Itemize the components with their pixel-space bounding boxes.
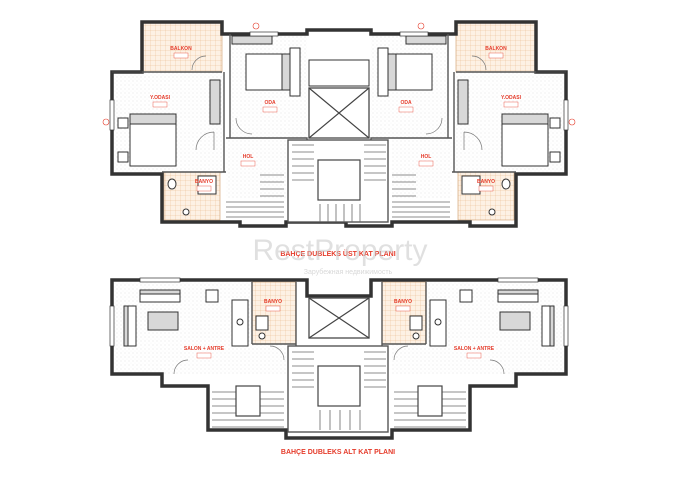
wardrobe-right (457, 79, 469, 125)
label-salon-left: SALON + ANTRE (184, 346, 225, 352)
side-stair-upper-left (226, 174, 284, 218)
watermark: RestProperty Зарубежная недвижимость (252, 234, 427, 276)
label-hol-right: HOL (421, 154, 432, 160)
wardrobe-oda-right (405, 35, 447, 45)
label-banyo-lower-left: BANYO (264, 299, 282, 305)
label-oda-right: ODA (400, 100, 412, 106)
bed-room-left (245, 47, 301, 97)
lower-plan-title: BAHÇE DUBLEKS ALT KAT PLANI (281, 449, 395, 456)
label-hol-left: HOL (243, 154, 254, 160)
central-stair-upper (287, 139, 389, 223)
bathroom-lower-right (381, 281, 427, 345)
side-stair-upper-right (392, 174, 450, 218)
label-banyo-upper-right: BANYO (477, 179, 495, 185)
label-yatak-right: Y.ODASI (501, 95, 522, 101)
bed-master-left (117, 113, 177, 167)
wardrobe-left (209, 79, 221, 125)
lower-floor-plan: BANYO BANYO SALON + ANTRE SALON + ANTRE … (109, 277, 569, 456)
marker-side-right (568, 118, 576, 126)
bath-fixtures-lower-left (255, 315, 269, 340)
label-salon-right: SALON + ANTRE (454, 346, 495, 352)
living-furniture-right (429, 289, 555, 347)
bed-master-right (501, 113, 561, 167)
bed-room-right (377, 47, 433, 97)
central-stair-lower (287, 345, 389, 433)
label-balkon-left: BALKON (170, 46, 192, 52)
upper-floor-plan: BALKON BALKON Y.ODASI Y.ODASI ODA ODA HO… (102, 20, 576, 258)
bath-fixtures-lower-right (409, 315, 423, 340)
living-furniture-left (123, 289, 249, 347)
label-oda-left: ODA (264, 100, 276, 106)
marker-side-left (102, 118, 110, 126)
bath-fixtures-upper-right (461, 175, 511, 216)
label-banyo-upper-left: BANYO (195, 179, 213, 185)
bathroom-lower-left (251, 281, 297, 345)
label-yatak-left: Y.ODASI (150, 95, 171, 101)
label-balkon-right: BALKON (485, 46, 507, 52)
marker-top-left (252, 22, 260, 30)
wardrobe-oda-left (231, 35, 273, 45)
side-stair-lower-left (212, 385, 284, 428)
marker-top-right (417, 22, 425, 30)
upper-plan-title: BAHÇE DUBLEKS ÜST KAT PLANI (280, 249, 395, 258)
label-banyo-lower-right: BANYO (394, 299, 412, 305)
side-stair-lower-right (394, 385, 466, 428)
watermark-tagline: Зарубежная недвижимость (304, 268, 393, 276)
watermark-brand: RestProperty (252, 234, 427, 267)
